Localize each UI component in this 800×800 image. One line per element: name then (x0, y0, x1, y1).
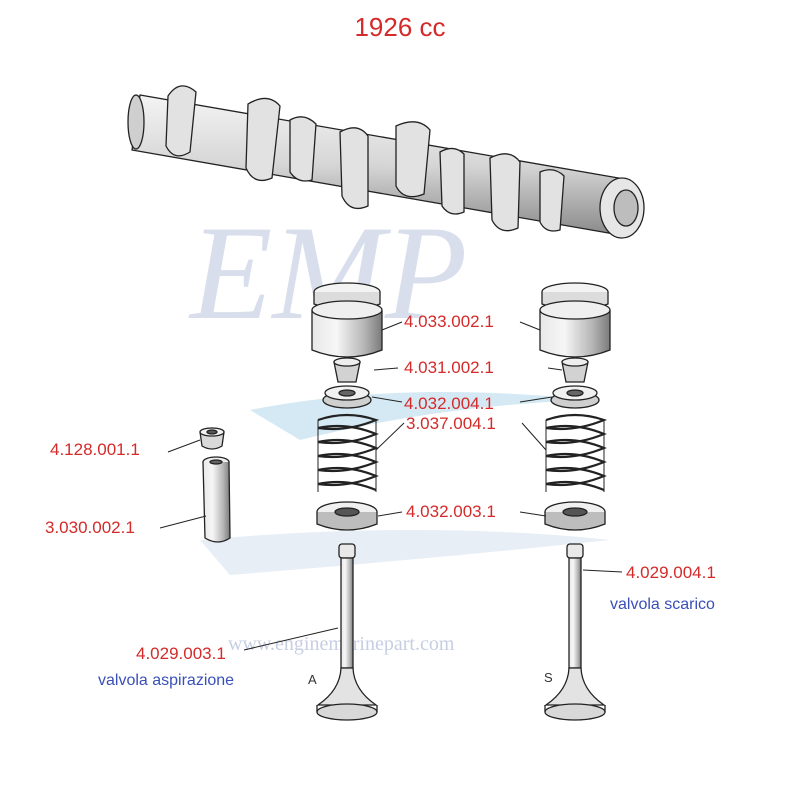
label-tappet-bucket: 4.033.002.1 (404, 312, 494, 331)
exhaust-valve-stack (539, 282, 611, 721)
label-upper-spring-seat: 4.032.004.1 (404, 394, 494, 413)
exhaust-valve-collets (561, 357, 589, 383)
exhaust-valve-letter: S (544, 670, 553, 685)
intake-upper-spring-seat (322, 385, 372, 409)
valve-guide (202, 456, 231, 543)
intake-valve (315, 543, 379, 721)
exhaust-lower-spring-seat (544, 501, 606, 531)
label-lower-spring-seat: 4.032.003.1 (406, 502, 496, 521)
exhaust-tappet-bucket (539, 282, 611, 358)
intake-valve-collets (333, 357, 361, 383)
intake-valve-spring (317, 413, 380, 492)
page-title: 1926 cc (354, 12, 446, 42)
label-intake-valve: 4.029.003.1 (136, 644, 226, 663)
leader-lines (159, 321, 623, 651)
description-intake: valvola aspirazione (98, 672, 235, 689)
label-stem-seal: 4.128.001.1 (50, 440, 140, 459)
exhaust-upper-spring-seat (550, 385, 600, 409)
intake-valve-stack (311, 282, 383, 721)
label-exhaust-valve: 4.029.004.1 (626, 563, 716, 582)
label-valve-collets: 4.031.002.1 (404, 358, 494, 377)
intake-tappet-bucket (311, 282, 383, 358)
intake-valve-letter: A (308, 672, 317, 687)
exhaust-valve-spring (545, 413, 608, 492)
description-exhaust: valvola scarico (610, 596, 715, 613)
intake-lower-spring-seat (316, 501, 378, 531)
label-valve-spring: 3.037.004.1 (406, 414, 496, 433)
exhaust-valve (543, 543, 607, 721)
label-valve-guide: 3.030.002.1 (45, 518, 135, 537)
camshaft (127, 85, 645, 239)
valve-stem-seal (199, 427, 225, 450)
